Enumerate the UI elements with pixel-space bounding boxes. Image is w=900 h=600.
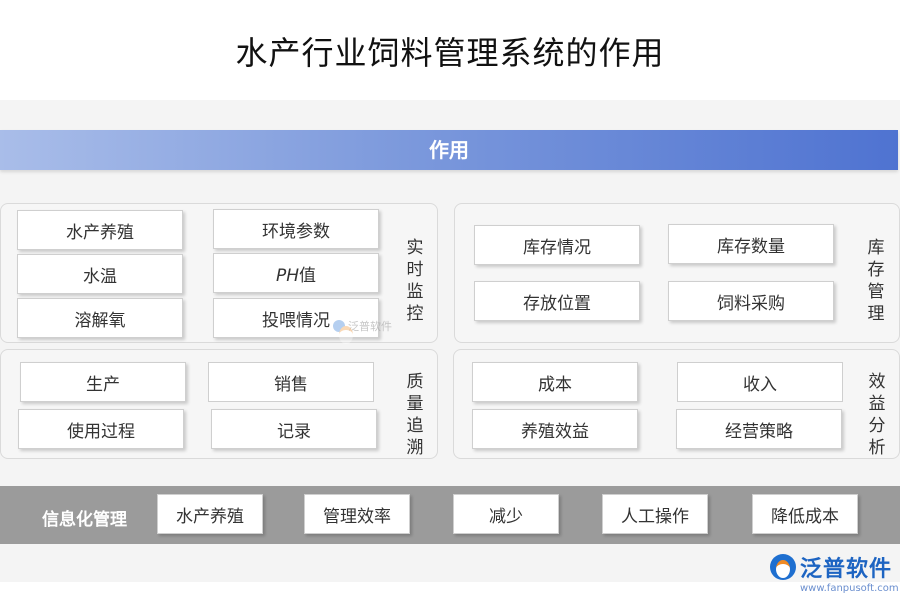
fanpu-logo-icon [770, 554, 796, 580]
brand-logo-text: 泛普软件 [800, 557, 893, 582]
role-banner: 作用 [0, 130, 898, 170]
bottom-item-management-efficiency: 管理效率 [304, 494, 410, 534]
item-storage-location: 存放位置 [474, 281, 640, 321]
item-environment-parameters: 环境参数 [213, 209, 379, 249]
label-inventory-management: 库存管理 [867, 238, 885, 324]
watermark-logo-icon [333, 320, 353, 344]
watermark-small-text: 泛普软件 [348, 320, 392, 333]
item-water-temperature: 水温 [17, 254, 183, 294]
bottom-item-reduce-cost: 降低成本 [752, 494, 858, 534]
item-ph-value-suffix: 值 [299, 265, 317, 286]
label-benefit-analysis: 效益分析 [868, 372, 886, 458]
item-cost: 成本 [472, 362, 638, 402]
bottom-item-reduce: 减少 [453, 494, 559, 534]
item-dissolved-oxygen: 溶解氧 [17, 298, 183, 338]
item-ph-value: PH值 [213, 253, 379, 293]
item-ph-value-text: PH值 [276, 261, 316, 286]
brand-url: www.fanpusoft.com [800, 583, 899, 594]
item-ph-value-latin: PH [275, 265, 300, 286]
info-management-title: 信息化管理 [42, 510, 127, 530]
item-records: 记录 [211, 409, 377, 449]
label-quality-traceability: 质量追溯 [406, 372, 424, 458]
info-management-bar [0, 486, 900, 544]
bottom-item-aquaculture: 水产养殖 [157, 494, 263, 534]
item-feed-procurement: 饲料采购 [668, 281, 834, 321]
item-farming-benefit: 养殖效益 [472, 409, 638, 449]
item-production: 生产 [20, 362, 186, 402]
bottom-item-manual-operation: 人工操作 [602, 494, 708, 534]
watermark-small: 泛普软件 [333, 318, 392, 344]
item-income: 收入 [677, 362, 843, 402]
label-realtime-monitoring: 实时监控 [406, 238, 424, 324]
item-sales: 销售 [208, 362, 374, 402]
item-business-strategy: 经营策略 [676, 409, 842, 449]
item-inventory-status: 库存情况 [474, 225, 640, 265]
item-inventory-quantity: 库存数量 [668, 224, 834, 264]
item-aquaculture: 水产养殖 [17, 210, 183, 250]
page-title: 水产行业饲料管理系统的作用 [235, 34, 665, 72]
item-usage-process: 使用过程 [18, 409, 184, 449]
brand-logo: 泛普软件 [770, 551, 892, 583]
